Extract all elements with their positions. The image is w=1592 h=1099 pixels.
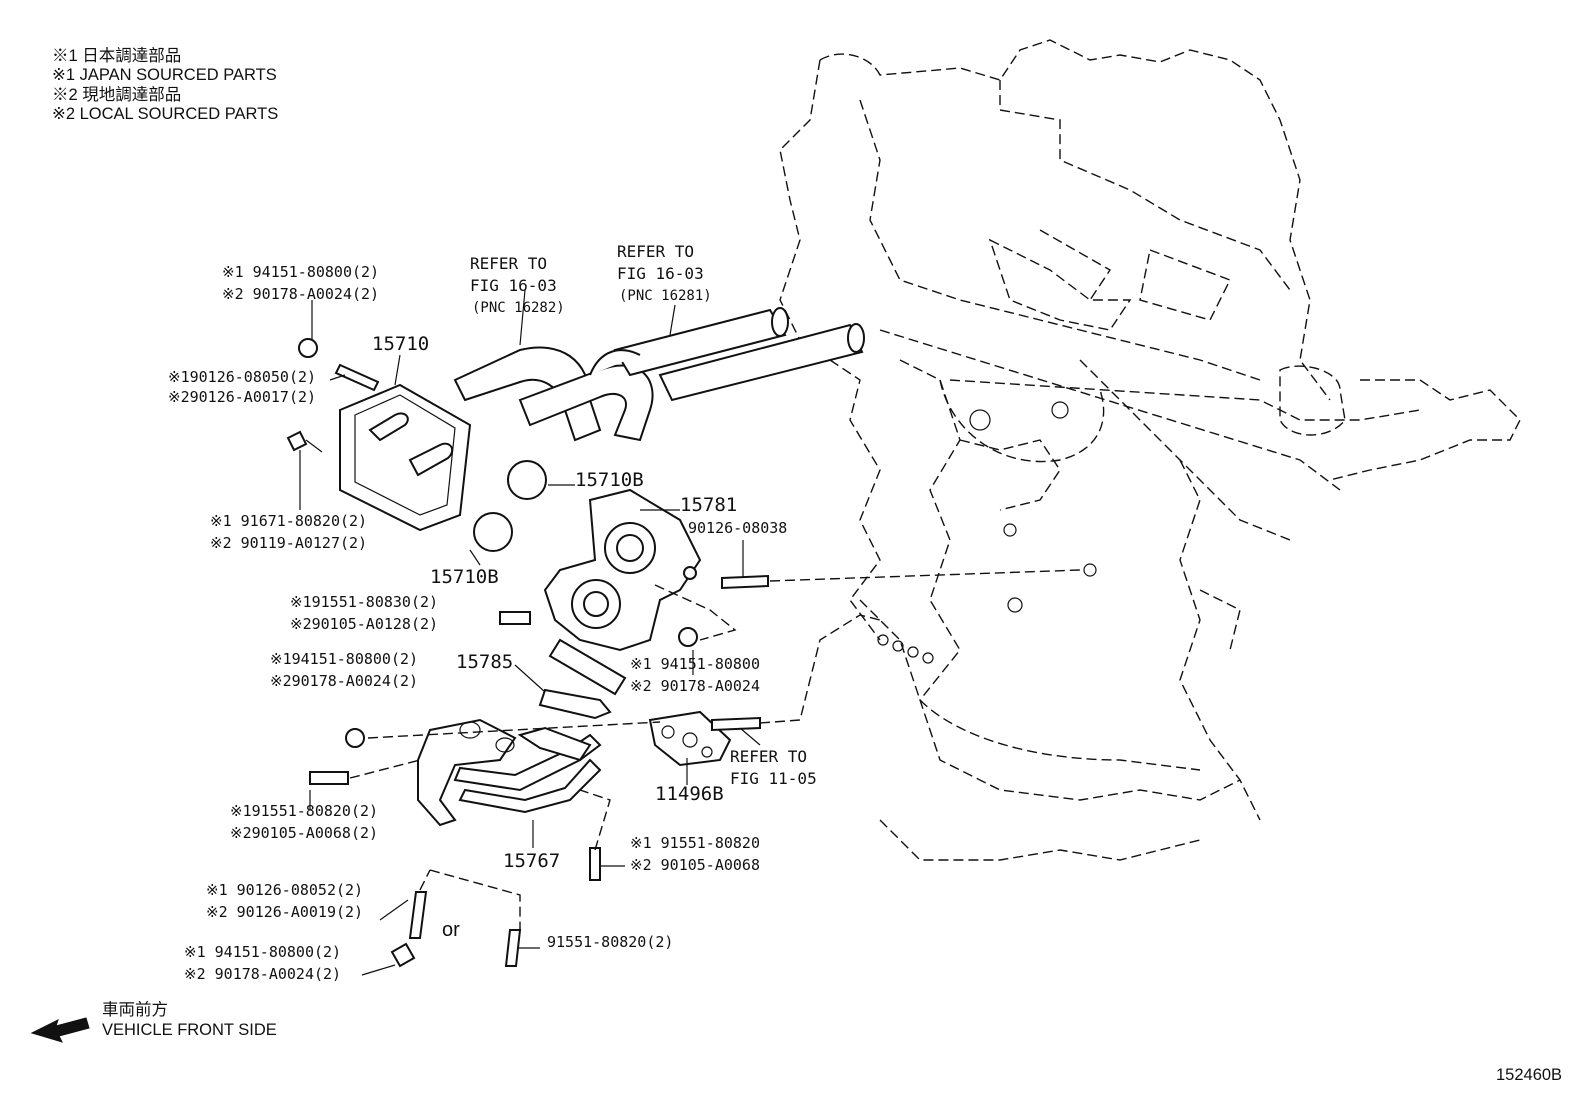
part-15710b-top: 15710B xyxy=(575,469,644,491)
ref-r1-line1: REFER TO xyxy=(470,254,547,273)
ref-r1-line2: FIG 16-03 xyxy=(470,276,557,295)
front-arrow-icon xyxy=(30,1017,90,1043)
part-15781: 15781 xyxy=(680,494,737,516)
coolant-hoses xyxy=(453,307,865,442)
figure-id: 152460B xyxy=(1496,1066,1562,1084)
front-label-jp: 車両前方 xyxy=(102,1000,168,1019)
note-4: ※2 LOCAL SOURCED PARTS xyxy=(52,105,278,123)
callout-c3-line1: ※1 91671-80820(2) xyxy=(210,512,367,530)
legend-notes: ※1 日本調達部品 ※1 JAPAN SOURCED PARTS ※2 現地調達… xyxy=(52,46,278,123)
callout-c11-line2: ※2 90178-A0024(2) xyxy=(184,965,341,983)
callout-c2-line1: ※190126-08050(2) xyxy=(168,368,316,386)
callout-c10-line2: ※2 90126-A0019(2) xyxy=(206,903,363,921)
o-ring-top xyxy=(507,460,547,500)
ref-r2-line2: FIG 16-03 xyxy=(617,264,704,283)
oil-cooler-15710 xyxy=(286,338,472,532)
part-15785: 15785 xyxy=(456,651,513,673)
callout-c4: 90126-08038 xyxy=(688,519,787,537)
fasteners xyxy=(309,574,769,968)
part-labels: 15710 15710B 15710B 15781 15785 11496B 1… xyxy=(372,333,737,872)
note-2: ※1 JAPAN SOURCED PARTS xyxy=(52,66,277,84)
ref-r2-line3: (PNC 16281) xyxy=(619,288,712,304)
callout-c2-line2: ※290126-A0017(2) xyxy=(168,388,316,406)
front-label-en: VEHICLE FRONT SIDE xyxy=(102,1021,277,1039)
callout-c7-line1: ※1 94151-80800 xyxy=(630,655,760,673)
or-label: or xyxy=(442,919,460,941)
note-3: ※2 現地調達部品 xyxy=(52,85,181,104)
part-11496b: 11496B xyxy=(655,783,724,805)
ref-r3-line2: FIG 11-05 xyxy=(730,769,817,788)
part-15710: 15710 xyxy=(372,333,429,355)
leader-lines xyxy=(299,289,1081,976)
callout-c8-line2: ※290105-A0068(2) xyxy=(230,824,378,842)
note-1: ※1 日本調達部品 xyxy=(52,46,181,65)
gasket-11496b xyxy=(648,710,732,767)
callout-c1-line1: ※1 94151-80800(2) xyxy=(222,263,379,281)
part-15767: 15767 xyxy=(503,850,560,872)
refer-labels: REFER TO FIG 16-03 (PNC 16282) REFER TO … xyxy=(470,242,817,788)
oil-pipe-15767 xyxy=(417,718,602,827)
callout-c11-line1: ※1 94151-80800(2) xyxy=(184,943,341,961)
callout-c7-line2: ※2 90178-A0024 xyxy=(630,677,760,695)
callout-c10-line1: ※1 90126-08052(2) xyxy=(206,881,363,899)
oil-filter-bracket-15781 xyxy=(543,488,702,696)
ref-r2-line1: REFER TO xyxy=(617,242,694,261)
ref-r1-line3: (PNC 16282) xyxy=(472,300,565,316)
gasket-15785 xyxy=(538,688,612,720)
ref-r3-line1: REFER TO xyxy=(730,747,807,766)
callout-c8-line1: ※191551-80820(2) xyxy=(230,802,378,820)
callout-c9-line1: ※1 91551-80820 xyxy=(630,834,760,852)
callout-c12: 91551-80820(2) xyxy=(547,933,673,951)
callout-c9-line2: ※2 90105-A0068 xyxy=(630,856,760,874)
callout-c6-line2: ※290178-A0024(2) xyxy=(270,672,418,690)
callout-c1-line2: ※2 90178-A0024(2) xyxy=(222,285,379,303)
engine-outline xyxy=(779,39,1521,861)
part-15710b-bottom: 15710B xyxy=(430,566,499,588)
callout-c5-line2: ※290105-A0128(2) xyxy=(290,615,438,633)
callout-c5-line1: ※191551-80830(2) xyxy=(290,593,438,611)
callout-texts: ※1 94151-80800(2) ※2 90178-A0024(2) ※190… xyxy=(168,263,787,983)
o-ring-bottom xyxy=(473,512,513,552)
callout-c6-line1: ※194151-80800(2) xyxy=(270,650,418,668)
vehicle-front-indicator: 車両前方 VEHICLE FRONT SIDE xyxy=(30,1000,277,1043)
callout-c3-line2: ※2 90119-A0127(2) xyxy=(210,534,367,552)
